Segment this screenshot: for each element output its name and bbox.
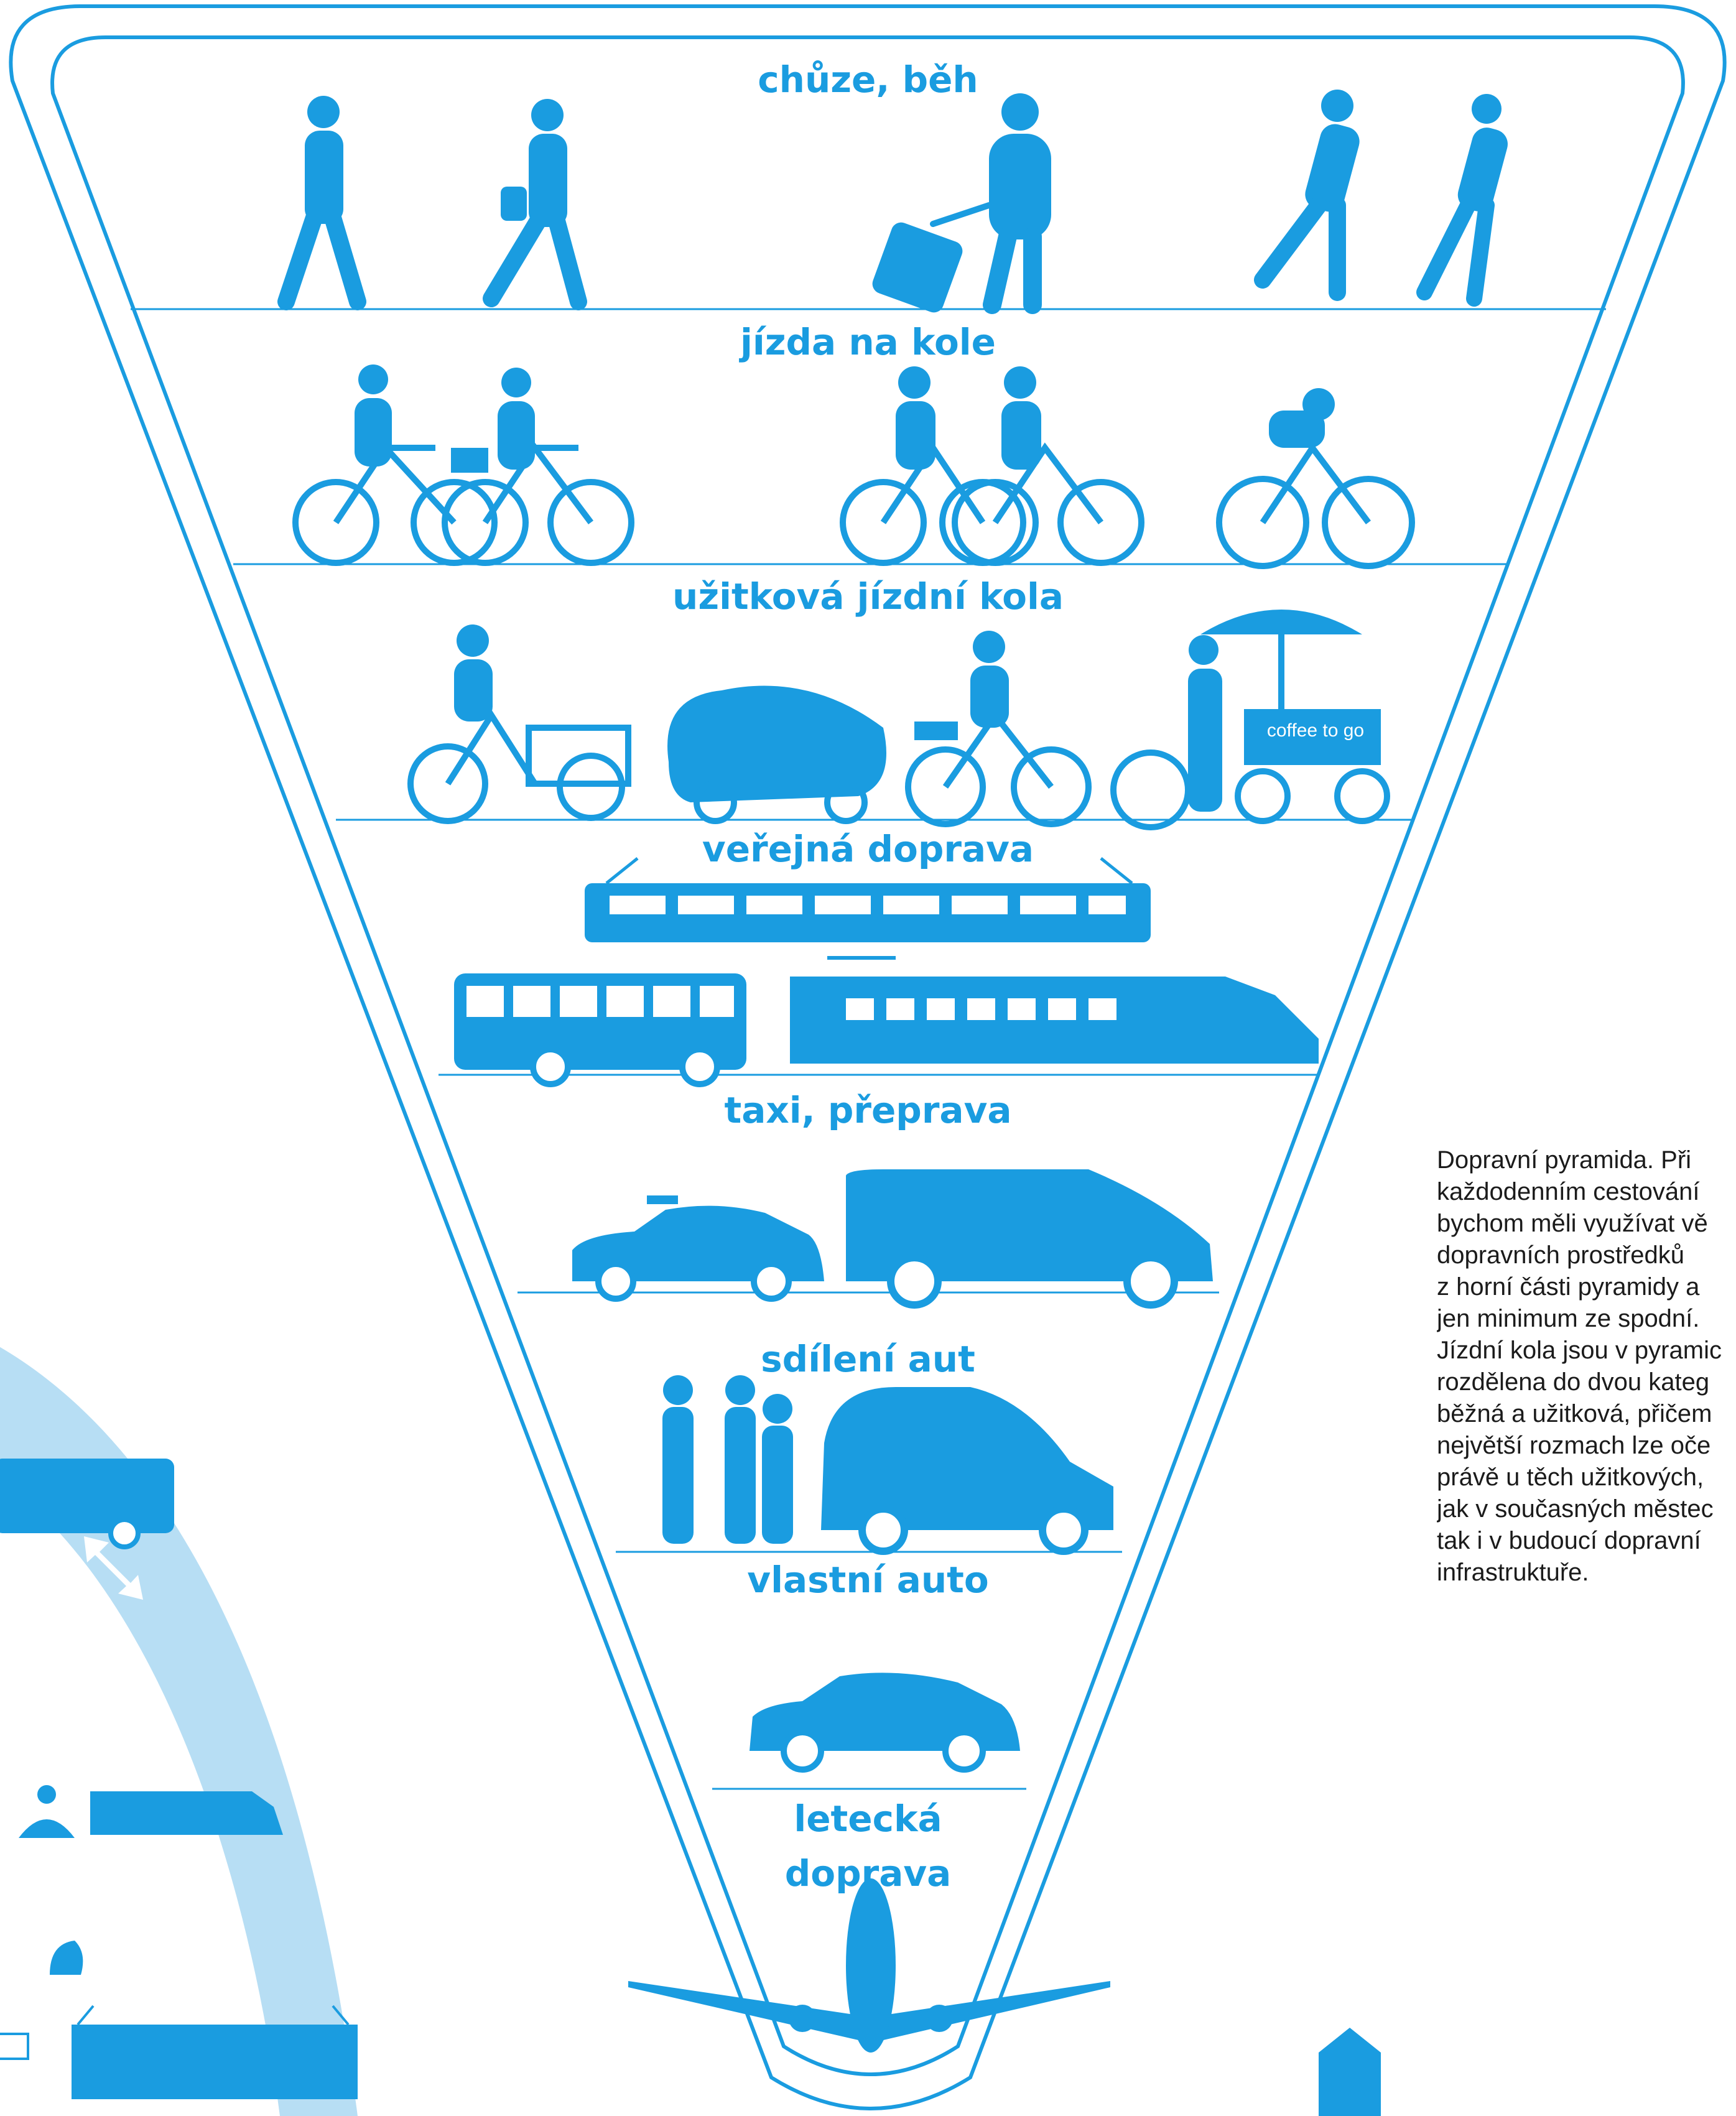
side-icons (0, 1459, 358, 2099)
standing-people-icon (662, 1375, 793, 1544)
running-man-icon (1254, 90, 1360, 301)
sleeping-head-icon (50, 1941, 83, 1975)
tier-label-own-car: vlastní auto (747, 1559, 989, 1601)
cyclist-icon (840, 366, 1026, 566)
tier-taxi-icons (572, 1169, 1213, 1309)
velomobile-icon (667, 685, 886, 824)
inner-frame (50, 35, 1685, 2076)
tier-label-air-transport: letecká doprava (784, 1798, 952, 1895)
man-with-trolley-suitcase-icon (872, 93, 1051, 314)
airplane-icon (628, 1878, 1110, 2053)
double-arrow-icon (84, 1536, 143, 1600)
sedan-car-icon (750, 1673, 1020, 1773)
tier-label-car-sharing: sdílení aut (761, 1338, 975, 1380)
tier-label-cycling: jízda na kole (740, 321, 996, 363)
cyclist-second-icon (952, 366, 1144, 566)
outer-frame (9, 4, 1727, 2110)
cyclist-man-icon (442, 368, 634, 566)
tier-label-utility-bikes: užitková jízdní kola (672, 575, 1064, 618)
high-speed-train-icon (790, 956, 1319, 1064)
house-icon (1319, 2028, 1381, 2116)
caption-text: Dopravní pyramida. Při každodenním cesto… (1437, 1146, 1722, 1586)
coffee-cart-sign: coffee to go (1266, 720, 1365, 741)
tram-icon (585, 857, 1151, 942)
compact-car-icon (821, 1387, 1113, 1555)
tier-utility-bikes-icons (407, 610, 1390, 830)
laptop-icon (0, 2033, 29, 2060)
pyramid-frame (9, 4, 1727, 2110)
taxi-car-icon (572, 1195, 824, 1302)
tier-label-walking: chůze, běh (758, 58, 978, 101)
side-train-icon (90, 1791, 283, 1835)
vertical-double-arrow-icon (174, 1885, 205, 1981)
van-icon (846, 1169, 1213, 1309)
tier-cycling-icons (292, 364, 1415, 569)
running-woman-icon (1416, 94, 1508, 307)
cyclist-woman-icon (292, 364, 498, 566)
bus-icon (454, 973, 746, 1087)
tier-public-transport-icons (454, 857, 1319, 1087)
side-tram-icon (72, 2005, 358, 2099)
cyclist-with-rack-icon (905, 631, 1092, 827)
tier-own-car-icons (750, 1673, 1020, 1773)
meditation-icon (19, 1785, 75, 1838)
walking-man-with-bag-icon (483, 99, 587, 310)
tier-car-sharing-icons (662, 1375, 1113, 1555)
side-bus-icon (0, 1459, 174, 1549)
tier-walking-icons (277, 90, 1508, 314)
walking-man-icon (277, 96, 366, 310)
tier-label-taxi: taxi, přeprava (724, 1089, 1012, 1131)
road-cyclist-icon (1216, 388, 1415, 569)
cargo-bike-icon (407, 624, 631, 824)
tier-label-public-transport: veřejná doprava (702, 828, 1034, 870)
coffee-cart-bike-icon (1110, 610, 1390, 830)
